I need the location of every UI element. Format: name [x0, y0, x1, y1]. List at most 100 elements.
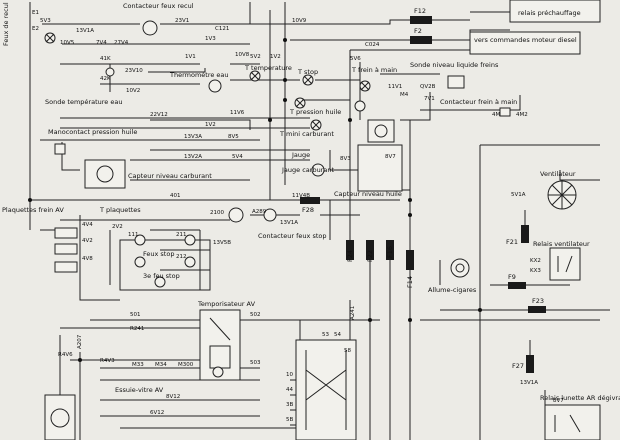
label-f22: F22 [366, 250, 374, 262]
label-feux-recul: Feux de recul [2, 2, 10, 46]
wire-code: R4V3 [100, 358, 115, 364]
label-contacteur-frein-main: Contacteur frein à main [440, 98, 517, 106]
wire-code: 1V3 [205, 36, 216, 42]
wire-code: R4V6 [58, 352, 73, 358]
label-f28: F28 [302, 206, 314, 214]
fuse-labels: F12 F2 F28 F24 F22 F16 F14 F21 F9 F23 F2… [302, 7, 544, 370]
wire-code: M34 [155, 362, 167, 368]
fuse-f22 [366, 240, 374, 260]
label-f27: F27 [512, 362, 524, 370]
label-t-mini-carburant: T mini carburant [279, 130, 334, 138]
wire-code: 22V12 [150, 112, 168, 118]
wire-code: 5V3 [40, 18, 51, 24]
label-manocontact-pression-huile: Manocontact pression huile [48, 128, 137, 136]
wire-code: QV2B [420, 84, 436, 90]
label-feux-stop: Feux stop [143, 250, 174, 258]
wire-code: A289 [252, 209, 267, 215]
fuse-f14 [406, 250, 414, 270]
junction-nodes [28, 38, 482, 362]
relais-prechauffage-box [509, 0, 601, 23]
label-plaquettes-frein-av: Plaquettes frein AV [2, 206, 64, 214]
label-capteur-niveau-carburant: Capteur niveau carburant [128, 172, 212, 180]
fuses [300, 16, 546, 373]
wire-code: 503 [250, 360, 261, 366]
wire-code: 501 [130, 312, 141, 318]
vers-commandes-box [469, 31, 581, 55]
wire-code: 111 [128, 232, 139, 238]
components [44, 0, 601, 440]
plaquettes-frein-av-centre [54, 243, 78, 255]
wire-code: 13V1A [76, 28, 94, 34]
wire-code: 44 [286, 387, 293, 393]
wire-code: 13V5B [213, 240, 231, 246]
wire-code: 13V2A [184, 154, 202, 160]
fuse-f16 [386, 240, 394, 260]
label-jauge: Jauge [291, 151, 310, 159]
wire-code: 401 [170, 193, 181, 199]
fuse-f12 [410, 16, 432, 24]
wire-code: 11V1 [388, 84, 402, 90]
label-contacteur-feux-stop: Contacteur feux stop [258, 232, 327, 240]
label-3e-feu-stop: 3e feu stop [143, 272, 180, 280]
wire-code: 11V6 [230, 110, 245, 116]
wire-code: E2 [32, 26, 39, 32]
wire-code: 4V8 [82, 256, 93, 262]
fuse-f23 [528, 306, 546, 313]
wire-code: 41K [100, 56, 111, 62]
label-relais-ventilateur: Relais ventilateur [533, 240, 590, 248]
wire-code: 42K [100, 76, 111, 82]
jauge-carburant-gauge [311, 163, 325, 177]
wire-code: 54 [334, 332, 341, 338]
wire-code: A241 [350, 306, 356, 320]
label-t-pression-huile: T pression huile [289, 108, 341, 116]
label-f9: F9 [508, 273, 516, 281]
wire-code: 10V2 [126, 88, 140, 94]
wire-code: M300 [178, 362, 194, 368]
label-allume-cigares: Allume-cigares [428, 286, 477, 294]
wire-code: KX2 [530, 258, 541, 264]
manometre-symbol [354, 100, 366, 112]
label-vers-commandes: vers commandes moteur diesel [474, 36, 577, 44]
wire-code: 23V10 [125, 68, 143, 74]
wire-code: C024 [365, 42, 380, 48]
wire-code: 7V1 [424, 96, 435, 102]
wire-code: C121 [215, 26, 229, 32]
wire-code: A207 [77, 334, 83, 349]
label-essuie-vitre-av: Essuie-vitre AV [115, 386, 164, 394]
wire-code: 6V12 [150, 410, 164, 416]
wire-code: 4V2 [82, 238, 93, 244]
label-t-stop: T stop [297, 68, 318, 76]
wire-code: 1V1 [185, 54, 196, 60]
plaquettes-frein-av-droite [54, 261, 78, 273]
label-f2: F2 [414, 27, 422, 35]
label-sonde-temperature-eau: Sonde température eau [45, 98, 122, 106]
thermometre-eau-gauge [208, 79, 222, 93]
label-thermometre-eau: Thermomètre eau [169, 71, 229, 79]
fuse-f2 [410, 36, 432, 44]
wire-code: KX3 [530, 268, 541, 274]
wire-code: 13V1A [520, 380, 538, 386]
wire-code: 212 [176, 254, 187, 260]
relais-ventilateur-box [549, 247, 581, 281]
wire-code: 23V1 [175, 18, 189, 24]
wire-code: 5V6 [350, 56, 361, 62]
wire-code: 53 [322, 332, 329, 338]
fuse-f24 [346, 240, 354, 260]
wire-code: M4 [400, 92, 409, 98]
wire-code: 3B [286, 402, 293, 408]
wire-code: 1V2 [270, 54, 281, 60]
wire-code: 10V8 [235, 52, 250, 58]
t-plaquettes-lamp [228, 207, 244, 223]
wire-code: E1 [32, 10, 39, 16]
label-t-frein-main: T frein à main [351, 66, 397, 74]
wire-code: 13V3A [184, 134, 202, 140]
label-jauge-carburant: Jauge carburant [281, 166, 334, 174]
label-relais-prechauffage: relais préchauffage [518, 9, 581, 17]
label-ventilateur: Ventilateur [540, 170, 576, 178]
wire-code: 8V5 [228, 134, 239, 140]
relais-lunette-box [544, 404, 601, 440]
label-f14: F14 [406, 276, 414, 288]
wire-code: 8V3 [340, 156, 351, 162]
contacteur-feux-recul-symbol [142, 20, 158, 36]
